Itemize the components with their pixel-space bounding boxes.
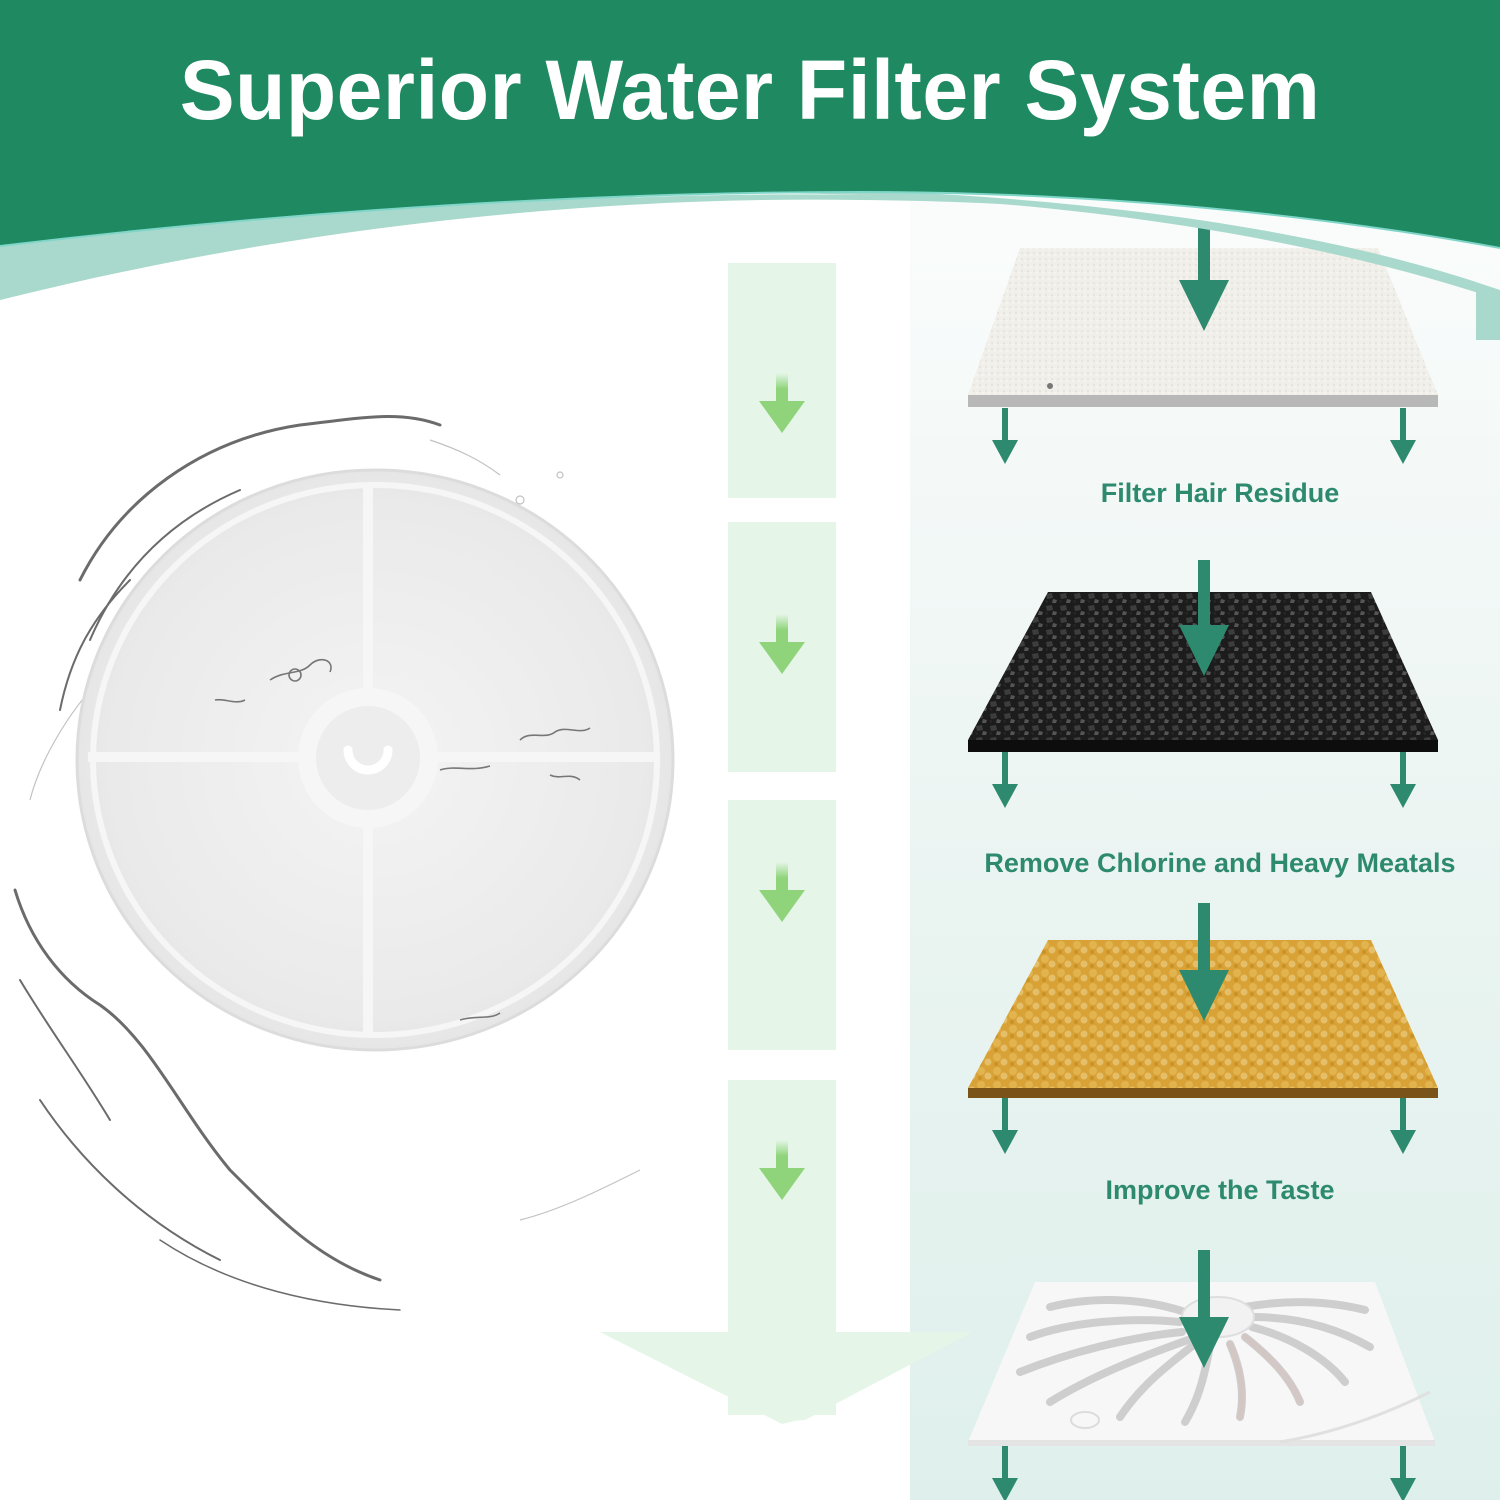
page-title: Superior Water Filter System: [179, 43, 1321, 137]
flow-segment-1: [728, 263, 836, 498]
inflow-arrow-icon: [1179, 560, 1229, 676]
inflow-arrow-icon: [1179, 1250, 1229, 1368]
outflow-arrow-icon: [1390, 1098, 1416, 1154]
inflow-arrow-icon: [1179, 225, 1229, 331]
outflow-arrow-icon: [1390, 752, 1416, 808]
outflow-arrow-icon: [992, 1098, 1018, 1154]
flow-down-arrow-icon: [759, 862, 805, 922]
outflow-arrow-icon: [992, 752, 1018, 808]
outflow-arrow-icon: [1390, 1446, 1416, 1500]
outflow-arrow-icon: [992, 1446, 1018, 1500]
flow-segment-2: [728, 522, 836, 772]
flow-down-arrow-icon: [759, 373, 805, 433]
header-banner: [0, 0, 1500, 340]
flow-segment-3: [728, 800, 836, 1050]
outflow-arrow-icon: [992, 408, 1018, 464]
filter-disc-image: [13, 414, 675, 1311]
large-flow-arrow-icon: [600, 1332, 972, 1424]
flow-down-arrow-icon: [759, 614, 805, 674]
flow-down-arrow-icon: [759, 1140, 805, 1200]
outflow-arrow-icon: [1390, 408, 1416, 464]
layer-label-hair-residue: Filter Hair Residue: [1100, 478, 1340, 508]
inflow-arrow-icon: [1179, 903, 1229, 1021]
layer-label-taste: Improve the Taste: [1105, 1175, 1335, 1205]
layer-label-chlorine: Remove Chlorine and Heavy Meatals: [984, 848, 1456, 878]
